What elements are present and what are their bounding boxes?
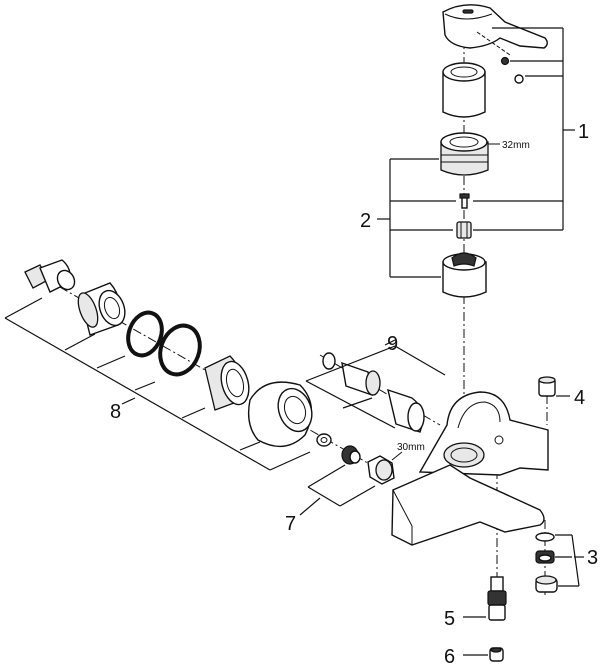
wall-flange-rosette[interactable] <box>247 381 318 448</box>
callout-2-label: 2 <box>360 210 371 232</box>
dimension-label-union-nut: 30mm <box>397 442 425 453</box>
callout-4-label: 4 <box>574 387 585 409</box>
union-nut-30mm[interactable] <box>367 455 395 485</box>
spindle-pin[interactable] <box>459 193 470 209</box>
aerator-housing[interactable] <box>535 575 558 593</box>
callout-7-label: 7 <box>285 513 296 535</box>
callout-8-label: 8 <box>110 401 121 423</box>
callout-7-bracket <box>299 464 376 516</box>
callout-5-label: 5 <box>444 608 455 630</box>
union-washer[interactable] <box>316 433 332 447</box>
indicator-cap[interactable] <box>538 376 556 397</box>
callout-1-bracket <box>473 27 575 231</box>
handle-indicator-icon <box>462 9 474 14</box>
callout-9-bracket <box>305 339 446 429</box>
callout-3-bracket <box>555 534 584 587</box>
cartridge[interactable] <box>442 252 487 298</box>
dimension-leader <box>391 451 403 461</box>
callout-1-label: 1 <box>578 121 589 143</box>
threaded-adapter-nut[interactable] <box>204 355 253 411</box>
callout-8-bracket <box>4 297 311 471</box>
aerator-insert[interactable] <box>535 550 555 564</box>
callout-6-label: 6 <box>444 646 455 665</box>
washer-hole <box>320 437 328 443</box>
cap-hole <box>494 435 504 445</box>
mixer-body[interactable] <box>391 391 549 546</box>
check-valve[interactable] <box>341 445 361 465</box>
seal-ring-small[interactable] <box>122 308 167 360</box>
screw-cover-cap[interactable] <box>514 74 524 84</box>
diverter-nut[interactable] <box>489 647 504 662</box>
diverter-spindle[interactable] <box>487 576 507 621</box>
threaded-inlet-connector[interactable] <box>24 259 78 293</box>
aerator-gasket[interactable] <box>535 532 555 542</box>
dimension-label-cartridge-nut: 32mm <box>502 140 530 151</box>
handle-sleeve[interactable] <box>442 62 486 118</box>
lever-handle[interactable] <box>442 4 548 56</box>
seal-ring-large[interactable] <box>154 320 207 380</box>
callout-3-label: 3 <box>587 547 598 569</box>
spindle-adapter[interactable] <box>456 221 472 239</box>
s-union-fitting[interactable] <box>74 282 129 336</box>
callout-9-label: 9 <box>387 333 398 355</box>
callout-2-bracket <box>377 158 456 278</box>
extension-piece[interactable] <box>341 361 381 397</box>
cartridge-nut[interactable] <box>440 132 489 176</box>
extension-washer[interactable] <box>322 352 336 370</box>
extension-sleeve[interactable] <box>387 388 425 433</box>
grub-screw[interactable] <box>500 56 510 66</box>
cartridge-seat <box>443 442 485 468</box>
